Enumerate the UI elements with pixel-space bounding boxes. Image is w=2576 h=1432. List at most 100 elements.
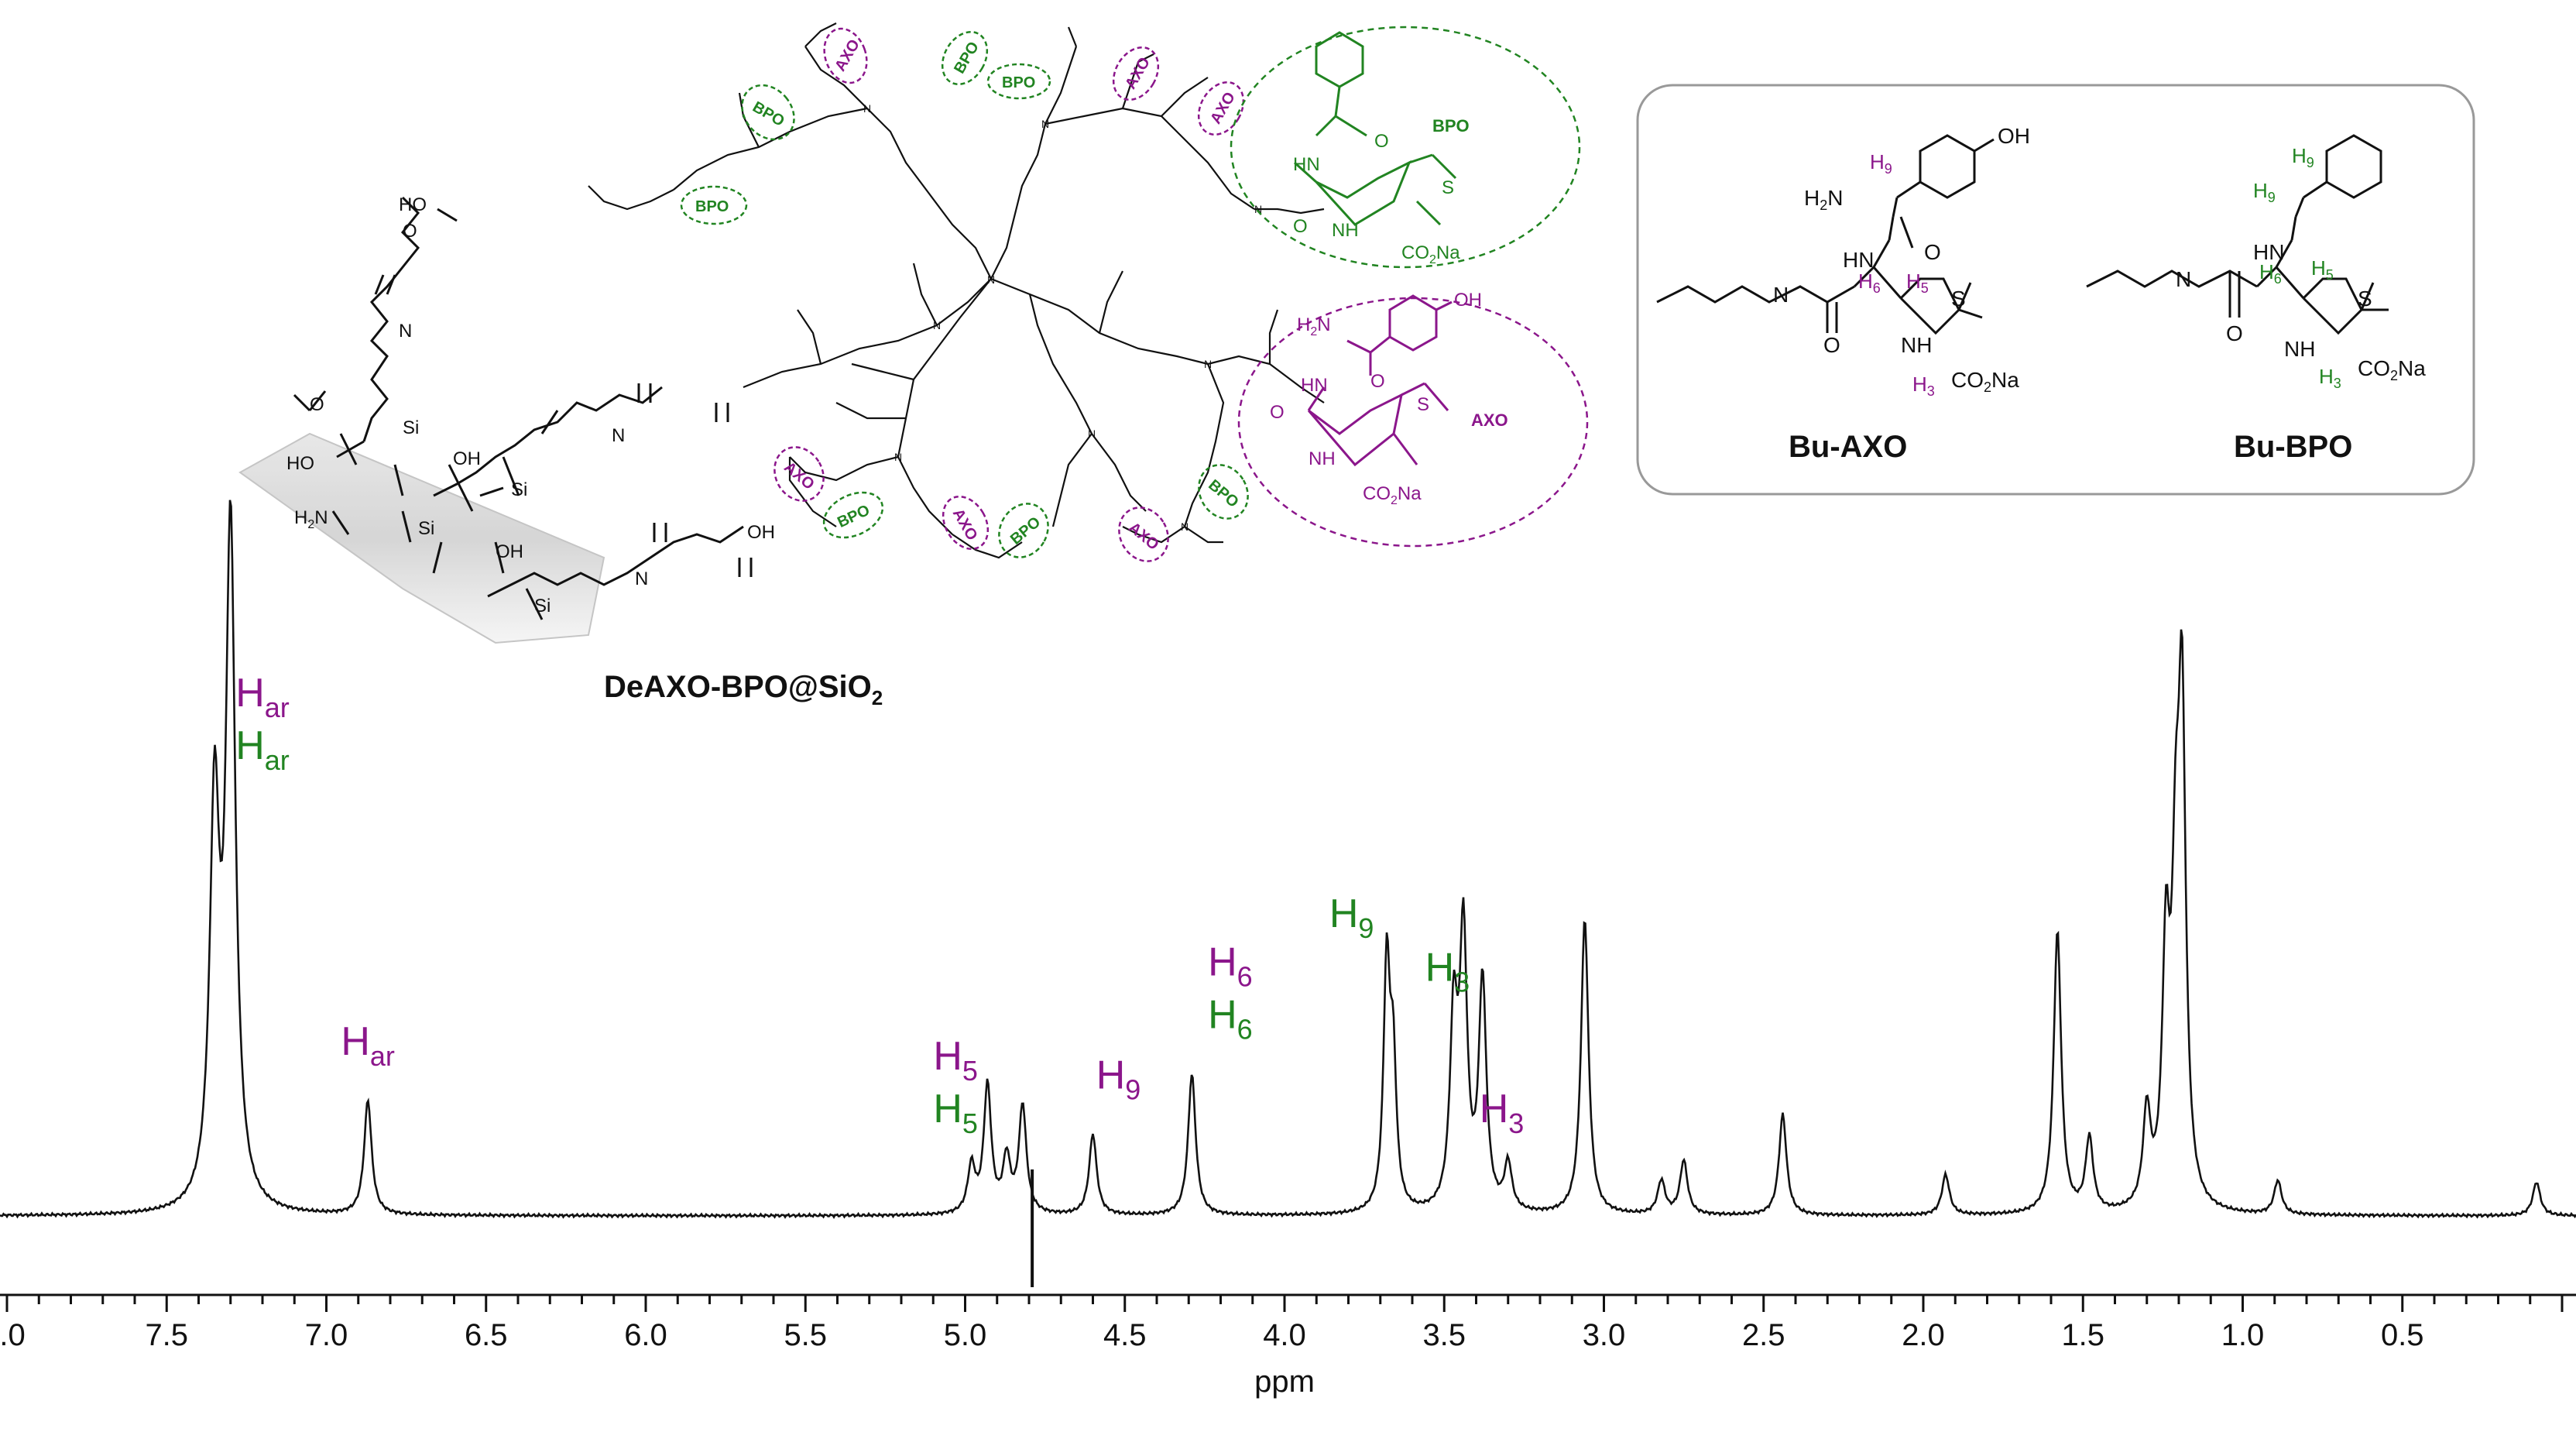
bu-bpo-o: O bbox=[2226, 321, 2243, 345]
silica-label-ho: HO bbox=[399, 194, 427, 215]
svg-text:AXO: AXO bbox=[1207, 89, 1239, 127]
tick-label: 6.5 bbox=[465, 1318, 508, 1352]
axo-zoom-o: O bbox=[1370, 371, 1385, 392]
tick-label: 5.5 bbox=[784, 1318, 827, 1352]
silica-surface-slab bbox=[238, 432, 605, 644]
bu-axo-oh: OH bbox=[1998, 124, 2030, 148]
tick-label: .0 bbox=[0, 1318, 26, 1352]
tick-label: 4.5 bbox=[1103, 1318, 1147, 1352]
bpo-zoom-s: S bbox=[1442, 177, 1454, 198]
tag-bpo-4: BPO bbox=[680, 185, 748, 225]
silica-label-si-2: Si bbox=[418, 518, 434, 539]
axo-zoom-o2: O bbox=[1270, 402, 1285, 423]
reference-box: OH H2N HN O S NH N O CO2Na H9 H6 H5 H3 B… bbox=[1636, 84, 2475, 496]
tag-bpo-6: BPO bbox=[998, 503, 1049, 558]
peak-annotation: H9 bbox=[1329, 891, 1374, 944]
tick-label: 7.5 bbox=[145, 1318, 188, 1352]
dendrimer-n-3: N bbox=[1204, 358, 1212, 370]
svg-text:BPO: BPO bbox=[1205, 476, 1241, 511]
bpo-zoom: HN O S NH CO2Na O BPO bbox=[1230, 26, 1581, 269]
tag-axo-3: AXO bbox=[1197, 81, 1245, 136]
svg-text:AXO: AXO bbox=[1125, 519, 1161, 554]
peak-annotation: Har bbox=[235, 723, 290, 776]
silica-label-oh-2: OH bbox=[453, 448, 481, 469]
tick-label: 2.0 bbox=[1902, 1318, 1945, 1352]
dendrimer-atom-labels: N N N N N N N N N bbox=[863, 102, 1262, 533]
tick-label: 5.0 bbox=[944, 1318, 987, 1352]
silica-label-oh-low: OH bbox=[747, 522, 775, 543]
tick-label: 2.5 bbox=[1742, 1318, 1785, 1352]
bpo-zoom-o: O bbox=[1374, 131, 1389, 152]
tag-axo-2: AXO bbox=[1112, 46, 1160, 101]
bu-axo-hn: HN bbox=[1843, 248, 1874, 272]
bu-bpo-hn-left: N bbox=[2176, 267, 2191, 291]
svg-text:AXO: AXO bbox=[780, 458, 817, 493]
axo-zoom-tag: AXO bbox=[1471, 410, 1508, 430]
silica-label-nh-low: N bbox=[635, 568, 648, 589]
bu-axo-structure bbox=[1656, 134, 1995, 335]
dendrimer-n-6: N bbox=[1254, 203, 1262, 215]
silica-label-nh-mid: N bbox=[612, 425, 625, 446]
peak-annotation: H5 bbox=[933, 1087, 978, 1139]
silica-label-oh-3: OH bbox=[496, 541, 523, 562]
bu-bpo-h3: H3 bbox=[2319, 365, 2341, 391]
bu-axo-o: O bbox=[1823, 333, 1840, 357]
axo-zoom-h2n: H2N bbox=[1297, 314, 1331, 338]
axo-zoom-s: S bbox=[1417, 394, 1429, 415]
bu-axo-name: Bu-AXO bbox=[1789, 430, 1907, 464]
svg-text:AXO: AXO bbox=[1122, 54, 1154, 92]
compound-label: DeAXO-BPO@SiO2 bbox=[604, 670, 883, 709]
bu-axo-o-top: O bbox=[1924, 240, 1941, 264]
peak-annotation: H9 bbox=[1096, 1053, 1141, 1106]
bpo-zoom-hn: HN bbox=[1293, 154, 1320, 175]
x-axis-label: ppm bbox=[1254, 1365, 1315, 1399]
bu-bpo-h5: H5 bbox=[2311, 256, 2334, 283]
axo-zoom-na: CO2Na bbox=[1363, 483, 1422, 507]
bu-bpo-h9: H9 bbox=[2253, 179, 2276, 205]
peak-annotation: H3 bbox=[1480, 1087, 1525, 1139]
bpo-zoom-nh: NH bbox=[1332, 220, 1359, 241]
peak-annotation: H6 bbox=[1208, 939, 1253, 992]
dendrimer-tags: AXO BPO BPO AXO AXO BPO BPO AXO BPO AXO … bbox=[680, 27, 1249, 562]
tag-axo-1: AXO bbox=[823, 27, 868, 84]
bu-axo-na: CO2Na bbox=[1951, 368, 2019, 395]
svg-text:BPO: BPO bbox=[835, 502, 873, 531]
axo-zoom: H2N OH HN O S NH O CO2Na AXO bbox=[1237, 290, 1589, 548]
peak-annotation: H5 bbox=[933, 1034, 978, 1087]
dendrimer-n-4: N bbox=[894, 451, 902, 463]
dendrimer-n-1: N bbox=[933, 319, 941, 331]
tag-bpo-2: BPO bbox=[986, 63, 1051, 100]
svg-text:BPO: BPO bbox=[951, 39, 983, 77]
bu-bpo-h6: H6 bbox=[2259, 260, 2282, 287]
axo-zoom-nh: NH bbox=[1309, 448, 1336, 469]
dendrimer-n-7: N bbox=[1181, 520, 1189, 533]
tick-label: 4.0 bbox=[1263, 1318, 1306, 1352]
peak-annotation: H6 bbox=[1208, 992, 1253, 1045]
svg-text:BPO: BPO bbox=[695, 198, 729, 215]
tag-bpo-5: BPO bbox=[822, 491, 884, 539]
tick-label: 3.5 bbox=[1422, 1318, 1466, 1352]
silica-label-si-1: Si bbox=[403, 417, 419, 438]
axo-zoom-hn: HN bbox=[1301, 375, 1328, 396]
bpo-zoom-o2: O bbox=[1293, 216, 1308, 237]
silica-label-h2n: H2N bbox=[294, 507, 328, 531]
bpo-zoom-na: CO2Na bbox=[1401, 242, 1460, 266]
tag-axo-4: AXO bbox=[773, 446, 825, 502]
bu-axo-h2n: H2N bbox=[1804, 186, 1843, 213]
silica-label-si-3: Si bbox=[511, 479, 527, 500]
silica-label-o-top: O bbox=[403, 221, 417, 242]
peak-annotation: H3 bbox=[1425, 945, 1470, 998]
bu-axo-h3: H3 bbox=[1912, 373, 1935, 399]
bu-axo-h9: H9 bbox=[1870, 150, 1892, 177]
silica-label-ho-2: HO bbox=[286, 453, 314, 474]
dendrimer-n-8: N bbox=[1088, 428, 1096, 440]
silica-label-o-1: O bbox=[310, 394, 324, 415]
bu-axo-nh: NH bbox=[1901, 333, 1932, 357]
bu-axo-hn-left: N bbox=[1773, 283, 1789, 307]
dendrimer-core-n: N bbox=[987, 273, 995, 286]
svg-text:BPO: BPO bbox=[1002, 74, 1035, 91]
bpo-zoom-tag: BPO bbox=[1432, 116, 1470, 136]
tag-bpo-1: BPO bbox=[941, 30, 989, 86]
bu-axo-h6: H6 bbox=[1858, 270, 1881, 296]
